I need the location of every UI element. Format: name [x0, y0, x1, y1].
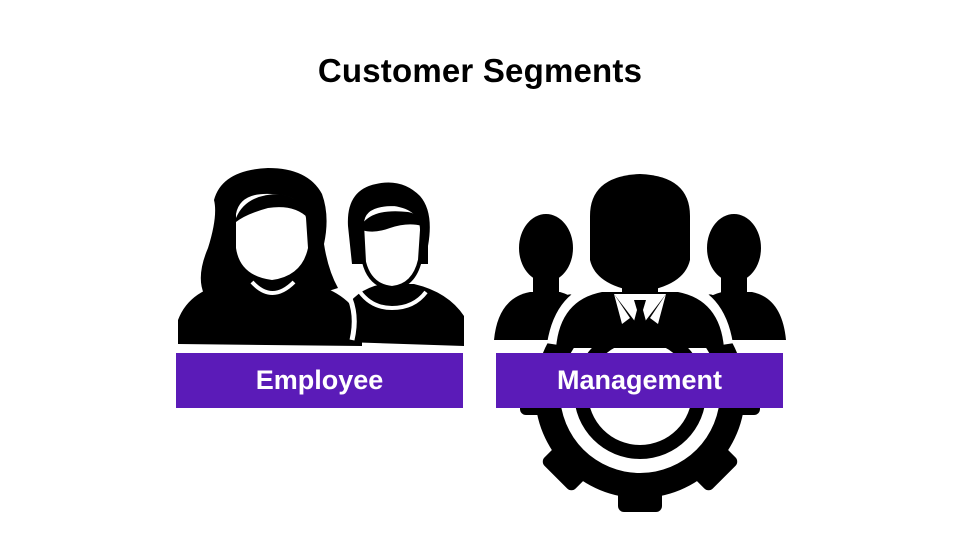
management-label: Management — [496, 353, 783, 408]
slide-title: Customer Segments — [317, 52, 643, 89]
women-group-icon — [176, 164, 466, 354]
business-team-gear-icon — [490, 164, 790, 513]
employee-label: Employee — [176, 353, 463, 408]
